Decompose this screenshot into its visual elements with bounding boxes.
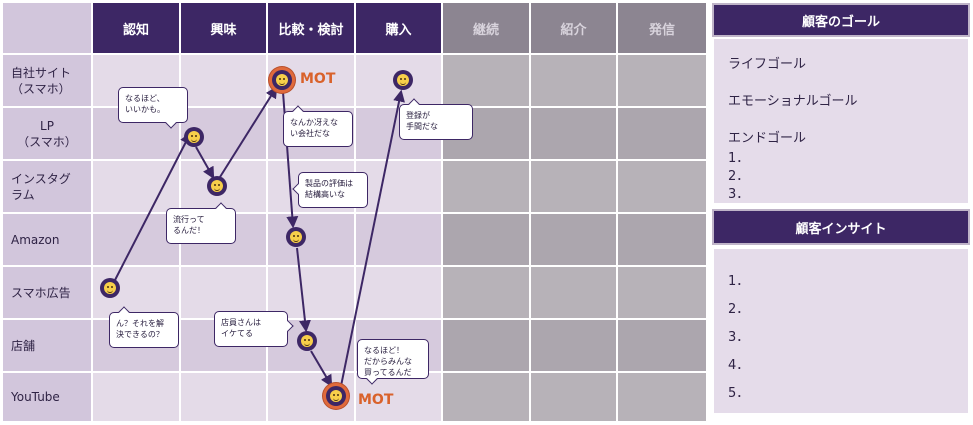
grid-cell (356, 267, 441, 318)
insight-item: 1． (728, 274, 750, 289)
grid-cell (268, 267, 354, 318)
grid-cell (531, 108, 616, 159)
grid-cell (443, 161, 529, 212)
goal-line: 2． (728, 169, 750, 184)
grid-cell (443, 373, 529, 421)
grid-cell (181, 55, 266, 106)
smiley-face-icon (272, 70, 292, 90)
column-header-awareness: 認知 (93, 3, 179, 53)
grid-cell (531, 214, 616, 265)
column-header-comparison: 比較・検討 (268, 3, 354, 53)
column-header-purchase: 購入 (356, 3, 441, 53)
arrow-icon (296, 247, 311, 333)
goal-panel-body: ライフゴール エモーショナルゴール エンドゴール 1． 2． 3． (714, 39, 968, 203)
comment-bubble: 流行って るんだ！ (166, 208, 236, 244)
insight-item: 5． (728, 386, 750, 401)
goal-line: ライフゴール (728, 57, 807, 72)
arrow-icon (195, 146, 215, 180)
grid-cell (531, 55, 616, 106)
comment-bubble: 登録が 手間だな (399, 104, 473, 140)
row-label-lp: LP （スマホ） (3, 108, 91, 159)
smiley-face-icon (207, 176, 227, 196)
row-label-store: 店舗 (3, 320, 91, 371)
column-header-broadcast: 発信 (618, 3, 706, 53)
grid-cell (93, 161, 179, 212)
insight-item: 2． (728, 302, 750, 317)
grid-cell (618, 320, 706, 371)
grid-cell (618, 55, 706, 106)
smiley-face-icon (393, 70, 413, 90)
goal-line: 1． (728, 151, 750, 166)
grid-cell (356, 161, 441, 212)
comment-bubble: なんか冴えな い会社だな (283, 111, 353, 147)
grid-cell (443, 320, 529, 371)
grid-cell (531, 267, 616, 318)
insight-panel-title: 顧客インサイト (712, 209, 970, 245)
insight-item: 4． (728, 358, 750, 373)
row-label-own-site: 自社サイト （スマホ） (3, 55, 91, 106)
column-header-referral: 紹介 (531, 3, 616, 53)
row-label-instagram: インスタグ ラム (3, 161, 91, 212)
insight-item: 3． (728, 330, 750, 345)
smiley-face-icon (326, 386, 346, 406)
grid-cell (618, 214, 706, 265)
goal-line: 3． (728, 187, 750, 202)
arrow-icon (310, 350, 333, 388)
grid-cell (531, 161, 616, 212)
comment-bubble: ん？それを解 決できるの？ (109, 312, 179, 348)
grid-cell (618, 373, 706, 421)
grid-cell (531, 320, 616, 371)
grid-cell (531, 373, 616, 421)
grid-corner (3, 3, 91, 53)
grid-cell (443, 214, 529, 265)
smiley-face-icon (184, 127, 204, 147)
smiley-face-icon (100, 278, 120, 298)
grid-cell (443, 55, 529, 106)
comment-bubble: 店員さんは イケてる (214, 311, 288, 347)
insight-panel-body: 1． 2． 3． 4． 5． (714, 249, 968, 413)
grid-cell (268, 214, 354, 265)
grid-cell (443, 267, 529, 318)
goal-line: エンドゴール (728, 131, 807, 146)
smiley-face-icon (286, 227, 306, 247)
arrow-icon (219, 85, 278, 178)
grid-cell (618, 108, 706, 159)
goal-panel-title: 顧客のゴール (712, 3, 970, 37)
grid-cell (181, 373, 266, 421)
mot-label-top: MOT (300, 71, 336, 87)
row-label-amazon: Amazon (3, 214, 91, 265)
comment-bubble: なるほど！ だからみんな 買ってるんだ (357, 339, 429, 379)
row-label-mobile-ads: スマホ広告 (3, 267, 91, 318)
grid-cell (618, 161, 706, 212)
grid-cell (181, 267, 266, 318)
grid-cell (618, 267, 706, 318)
smiley-face-icon (297, 331, 317, 351)
comment-bubble: 製品の評価は 結構高いな (298, 172, 368, 208)
arrow-icon (113, 131, 192, 283)
comment-bubble: なるほど、 いいかも。 (118, 87, 188, 123)
grid-cell (93, 373, 179, 421)
column-header-interest: 興味 (181, 3, 266, 53)
row-label-youtube: YouTube (3, 373, 91, 421)
column-header-retention: 継続 (443, 3, 529, 53)
arrow-icon (340, 89, 405, 387)
goal-line: エモーショナルゴール (728, 94, 858, 109)
mot-label-bottom: MOT (358, 392, 394, 408)
